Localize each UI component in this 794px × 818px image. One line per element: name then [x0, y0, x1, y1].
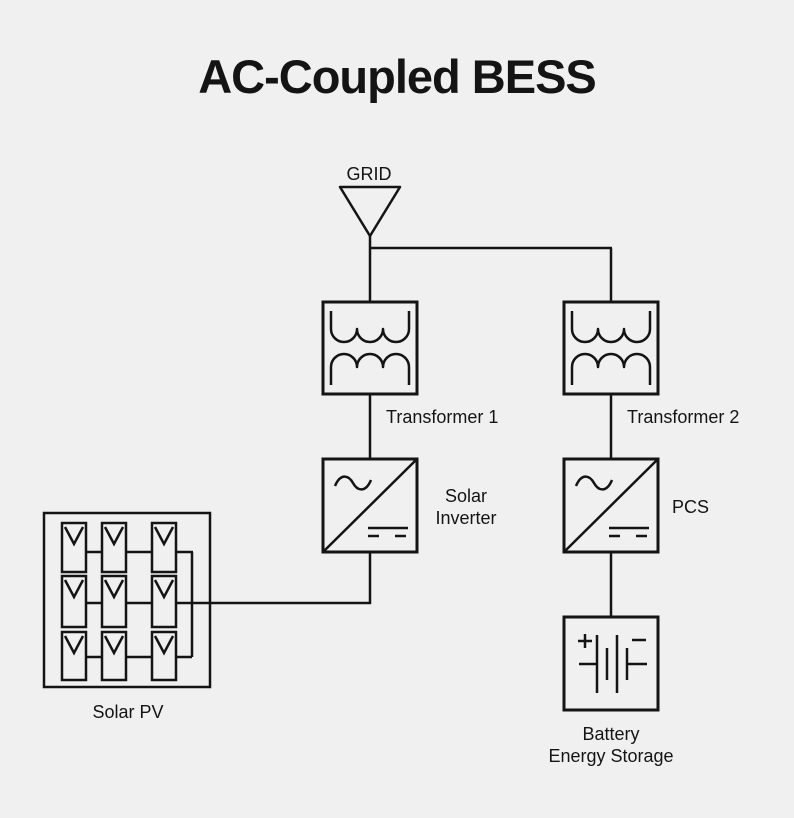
solar-inverter-box	[321, 457, 419, 554]
transformer-1-box	[321, 300, 419, 396]
transformer-2-symbol	[562, 300, 660, 396]
pv-cell	[150, 521, 178, 574]
wires	[176, 236, 613, 617]
ac-sine-wave-icon	[333, 475, 373, 491]
battery-symbol	[562, 615, 660, 712]
dc-symbol-icon	[609, 526, 649, 538]
solar-inverter-symbol	[321, 457, 419, 554]
battery-box	[562, 615, 660, 712]
solar-inverter-label-line1: Solar	[445, 486, 487, 506]
solar-inverter-label-line2: Inverter	[435, 508, 496, 528]
battery-plus-terminal-icon	[578, 634, 592, 648]
pv-cell-triangle-icon	[63, 526, 85, 547]
pv-cell-triangle-icon	[153, 635, 175, 656]
pcs-label: PCS	[672, 497, 709, 517]
pv-cell-triangle-icon	[153, 579, 175, 600]
pv-cell-triangle-icon	[103, 526, 125, 547]
pv-cell	[150, 574, 178, 629]
pv-row-3	[60, 630, 192, 682]
pv-cell-triangle-icon	[63, 579, 85, 600]
transformer-2-box	[562, 300, 660, 396]
pv-row-2	[60, 574, 178, 629]
solar-pv-array	[42, 511, 212, 689]
page-title: AC-Coupled BESS	[198, 50, 596, 103]
transformer-1-winding-top-icon	[329, 311, 411, 344]
pv-cell-triangle-icon	[63, 635, 85, 656]
pv-cell-triangle-icon	[103, 635, 125, 656]
pv-cell	[60, 521, 88, 574]
dc-symbol-icon	[368, 526, 408, 538]
battery-cells-icon	[578, 634, 647, 693]
transformer-1-symbol	[321, 300, 419, 396]
transformer-2-label: Transformer 2	[627, 407, 739, 427]
battery-label-line1: Battery	[582, 724, 639, 744]
pv-cell	[100, 574, 128, 629]
transformer-2-winding-top-icon	[570, 311, 652, 344]
pcs-diagonal	[563, 458, 659, 553]
pv-cell	[60, 574, 88, 629]
pv-row-1	[60, 521, 193, 574]
pcs-box	[562, 457, 660, 554]
transformer-2-winding-bottom-icon	[570, 352, 652, 385]
solar-pv-outer-box	[42, 511, 212, 689]
grid-triangle-icon	[338, 185, 402, 238]
pv-cell-triangle-icon	[103, 579, 125, 600]
pv-cell	[100, 521, 128, 574]
solar-pv-label: Solar PV	[92, 702, 163, 722]
ac-sine-wave-icon	[574, 475, 614, 491]
pv-cell-triangle-icon	[153, 526, 175, 547]
solar-inverter-diagonal	[322, 458, 418, 553]
transformer-1-label: Transformer 1	[386, 407, 498, 427]
grid-label: GRID	[347, 164, 392, 184]
pcs-symbol	[562, 457, 660, 554]
battery-label-line2: Energy Storage	[548, 746, 673, 766]
transformer-1-winding-bottom-icon	[329, 352, 411, 385]
